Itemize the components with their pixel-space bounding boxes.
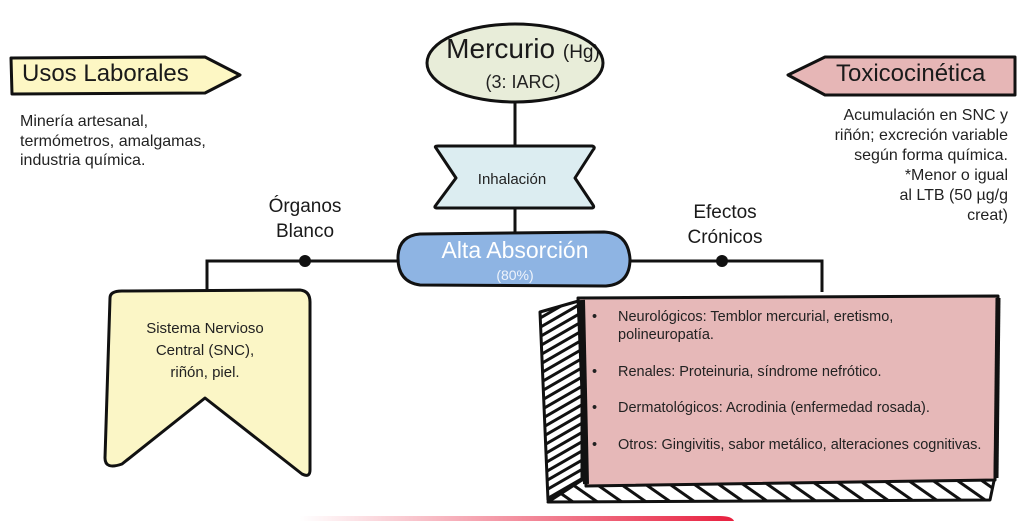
mercurio-symbol: (Hg) xyxy=(562,42,600,63)
organos-blanco-shape xyxy=(103,288,312,477)
snc-line2: Central (SNC), xyxy=(155,342,255,359)
organos-blanco-label: Órganos Blanco xyxy=(240,194,370,244)
absorcion-pill-shape xyxy=(396,230,632,288)
usos-laborales-banner-shape xyxy=(9,55,242,96)
organos-blanco-body: Sistema Nervioso Central (SNC), riñón, p… xyxy=(120,318,290,384)
bottom-accent-bar xyxy=(300,516,734,521)
efectos-node-dot xyxy=(716,255,728,267)
snc-line1: Sistema Nervioso xyxy=(146,320,264,337)
mercurio-name: Mercurio xyxy=(446,33,556,64)
snc-line3: riñón, piel. xyxy=(170,364,240,381)
efectos-label-line1: Efectos xyxy=(693,202,757,223)
effect-item-otros: Otros: Gingivitis, sabor metálico, alter… xyxy=(592,436,992,454)
mercurio-ellipse-shape xyxy=(425,22,605,104)
chronic-effects-list: Neurológicos: Temblor mercurial, eretism… xyxy=(592,308,992,472)
organos-node-dot xyxy=(299,255,311,267)
mercurio-title: Mercurio (Hg) xyxy=(428,33,618,65)
absorption-label: Alta Absorción xyxy=(441,237,589,263)
usos-laborales-body: Minería artesanal, termómetros, amalgama… xyxy=(20,113,206,169)
usos-laborales-title: Usos Laborales xyxy=(22,60,189,87)
efectos-label-line2: Crónicos xyxy=(687,227,763,248)
inhalacion-shape xyxy=(433,144,596,210)
organos-label-line2: Blanco xyxy=(275,221,335,242)
effect-item-renales: Renales: Proteinuria, síndrome nefrótico… xyxy=(592,363,992,381)
route-label: Inhalación xyxy=(477,171,547,188)
effect-item-dermatologicos: Dermatológicos: Acrodinia (enfermedad ro… xyxy=(592,399,992,417)
toxicocinetica-title: Toxicocinética xyxy=(836,60,986,87)
toxicocinetica-banner-shape xyxy=(786,55,1017,97)
connector-efectos xyxy=(630,259,824,292)
toxicocinetica-body: Acumulación en SNC y riñón; excreción va… xyxy=(834,107,1008,224)
efectos-cronicos-label: Efectos Crónicos xyxy=(660,200,790,250)
absorption-percent: (80%) xyxy=(496,267,534,283)
organos-label-line1: Órganos xyxy=(268,196,342,217)
mercurio-classification: (3: IARC) xyxy=(485,72,561,92)
effect-item-neurologicos: Neurológicos: Temblor mercurial, eretism… xyxy=(592,308,992,344)
connector-organos xyxy=(205,259,400,292)
